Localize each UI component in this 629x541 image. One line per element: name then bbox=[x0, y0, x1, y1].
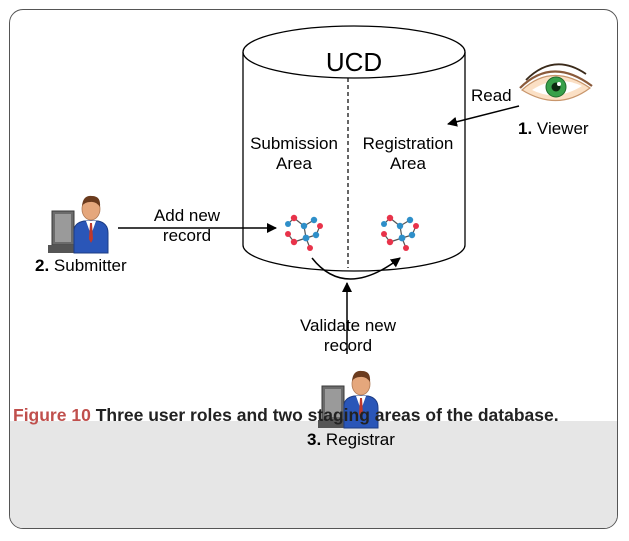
registrar-name: Registrar bbox=[325, 430, 395, 449]
registration-area-line2: Area bbox=[390, 154, 426, 173]
registration-area-label: Registration Area bbox=[350, 134, 466, 174]
eye-icon bbox=[519, 63, 593, 102]
registrar-number: 3. bbox=[307, 430, 322, 449]
figure-caption: Figure 10 Three user roles and two stagi… bbox=[13, 404, 573, 427]
submission-area-label: Submission Area bbox=[246, 134, 342, 174]
registrar-action-label: Validate new record bbox=[280, 316, 416, 356]
submission-area-line1: Submission bbox=[250, 134, 338, 153]
submitter-action-line2: record bbox=[162, 226, 212, 245]
caption-text: Three user roles and two staging areas o… bbox=[95, 405, 559, 425]
viewer-name: Viewer bbox=[536, 119, 589, 138]
registrar-role-label: 3. Registrar bbox=[307, 430, 395, 450]
registration-area-line1: Registration bbox=[362, 134, 454, 153]
registrar-action-line1: Validate new bbox=[299, 316, 397, 335]
viewer-action-label: Read bbox=[471, 86, 512, 105]
viewer-number: 1. bbox=[518, 119, 533, 138]
submission-area-line2: Area bbox=[276, 154, 312, 173]
validate-transfer-arrow bbox=[311, 257, 401, 280]
caption-background bbox=[10, 421, 617, 528]
viewer-arrow bbox=[447, 105, 520, 127]
submitter-action-line1: Add new bbox=[153, 206, 221, 225]
submitter-name: Submitter bbox=[53, 256, 127, 275]
submitter-role-label: 2. Submitter bbox=[35, 256, 127, 276]
submitter-action-label: Add new record bbox=[132, 206, 242, 246]
submitter-icon bbox=[47, 195, 109, 254]
figure-label: Figure 10 bbox=[13, 405, 91, 425]
figure-frame bbox=[9, 9, 618, 529]
registrar-action-line2: record bbox=[323, 336, 373, 355]
database-title: UCD bbox=[325, 47, 383, 77]
viewer-role-label: 1. Viewer bbox=[518, 119, 589, 139]
submitter-number: 2. bbox=[35, 256, 50, 275]
database-cylinder bbox=[242, 25, 466, 272]
